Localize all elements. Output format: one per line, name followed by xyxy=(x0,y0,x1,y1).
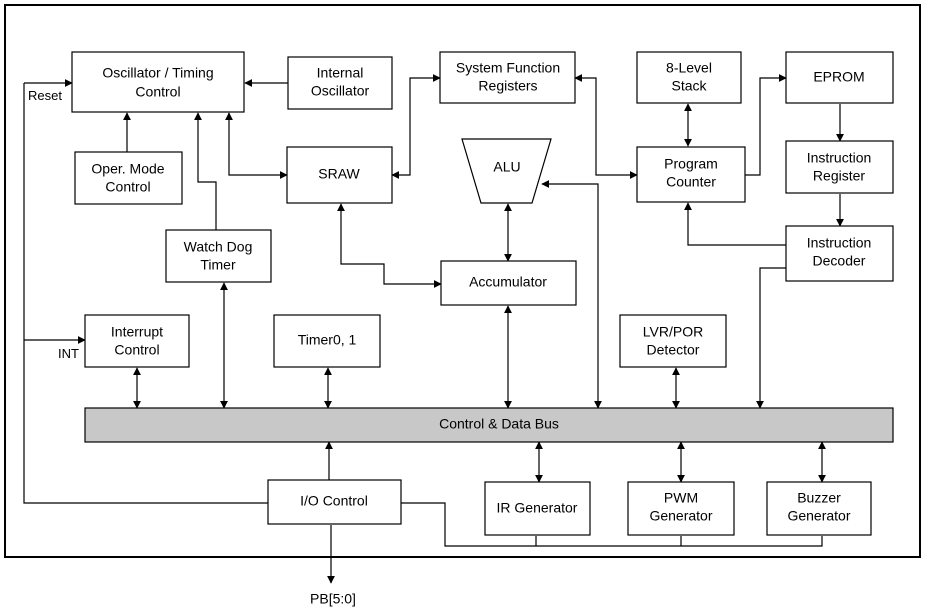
timer-block: Timer0, 1 xyxy=(273,314,381,368)
sfr-line1: System Function xyxy=(456,60,560,76)
interrupt-line2: Control xyxy=(114,342,159,358)
eprom-block: EPROM xyxy=(785,51,894,104)
buzzer-line1: Buzzer xyxy=(797,490,841,506)
buzzer-generator-block: Buzzer Generator xyxy=(766,481,872,536)
osc-timing-block: Oscillator / Timing Control xyxy=(71,51,245,113)
ir-gen-label: IR Generator xyxy=(497,500,578,516)
sraw-block: SRAW xyxy=(286,146,393,204)
control-data-bus: Control & Data Bus xyxy=(84,407,894,443)
accumulator-block: Accumulator xyxy=(440,260,577,306)
line-sfr-pc xyxy=(574,74,638,179)
watchdog-block: Watch Dog Timer xyxy=(165,229,272,283)
line-io-loop xyxy=(23,83,268,504)
pc-line1: Program xyxy=(664,156,718,172)
io-control-label: I/O Control xyxy=(300,493,368,509)
pwm-line1: PWM xyxy=(664,490,698,506)
wdt-line1: Watch Dog xyxy=(184,239,253,255)
oper-mode-line1: Oper. Mode xyxy=(91,161,164,177)
instruction-decoder-block: Instruction Decoder xyxy=(785,225,894,282)
line-pc-eprom xyxy=(745,74,787,176)
line-sraw-sfr xyxy=(391,74,441,179)
sfr-line2: Registers xyxy=(478,78,537,94)
timer-label: Timer0, 1 xyxy=(298,332,357,348)
stack-line2: Stack xyxy=(671,78,707,94)
internal-oscillator-block: Internal Oscillator xyxy=(287,56,393,110)
instruction-register-block: Instruction Register xyxy=(785,140,894,194)
interrupt-block: Interrupt Control xyxy=(84,314,190,368)
int-label: INT xyxy=(58,346,79,361)
pc-line2: Counter xyxy=(666,174,716,190)
ir-line2: Register xyxy=(813,168,865,184)
ir-line1: Instruction xyxy=(807,150,872,166)
io-control-block: I/O Control xyxy=(267,479,402,525)
diagram-frame xyxy=(4,4,921,558)
line-osc-sraw xyxy=(225,112,288,179)
line-id-bus xyxy=(756,267,786,409)
id-line2: Decoder xyxy=(813,253,866,269)
interrupt-line1: Interrupt xyxy=(111,324,163,340)
lvr-por-block: LVR/POR Detector xyxy=(619,314,727,368)
alu-label: ALU xyxy=(493,159,520,175)
reset-label: Reset xyxy=(28,88,62,103)
line-id-pc xyxy=(684,202,786,246)
line-io-generators xyxy=(401,502,823,547)
sfr-block: System Function Registers xyxy=(439,51,576,104)
pb-label: PB[5:0] xyxy=(310,591,356,607)
lvr-line1: LVR/POR xyxy=(643,324,703,340)
lvr-line2: Detector xyxy=(647,342,700,358)
sraw-label: SRAW xyxy=(318,166,360,182)
stack-line1: 8-Level xyxy=(666,60,712,76)
osc-timing-line2: Control xyxy=(135,84,180,100)
oper-mode-line2: Control xyxy=(105,179,150,195)
ir-generator-block: IR Generator xyxy=(484,481,591,536)
program-counter-block: Program Counter xyxy=(636,146,746,203)
oper-mode-block: Oper. Mode Control xyxy=(74,151,183,205)
eprom-label: EPROM xyxy=(813,69,864,85)
alu-block: ALU xyxy=(461,138,552,204)
internal-osc-line2: Oscillator xyxy=(311,83,370,99)
stack-block: 8-Level Stack xyxy=(636,51,742,104)
buzzer-line2: Generator xyxy=(787,508,850,524)
internal-osc-line1: Internal xyxy=(317,65,364,81)
osc-timing-line1: Oscillator / Timing xyxy=(102,65,213,81)
line-sraw-acc xyxy=(337,203,442,288)
pwm-generator-block: PWM Generator xyxy=(627,481,735,536)
bus-label: Control & Data Bus xyxy=(439,416,559,432)
line-bus-alu xyxy=(541,180,602,409)
line-wdt-to-osc xyxy=(194,112,217,230)
pwm-line2: Generator xyxy=(649,508,712,524)
wdt-line2: Timer xyxy=(200,257,236,273)
connections xyxy=(23,74,844,584)
accumulator-label: Accumulator xyxy=(469,274,547,290)
id-line1: Instruction xyxy=(807,235,872,251)
